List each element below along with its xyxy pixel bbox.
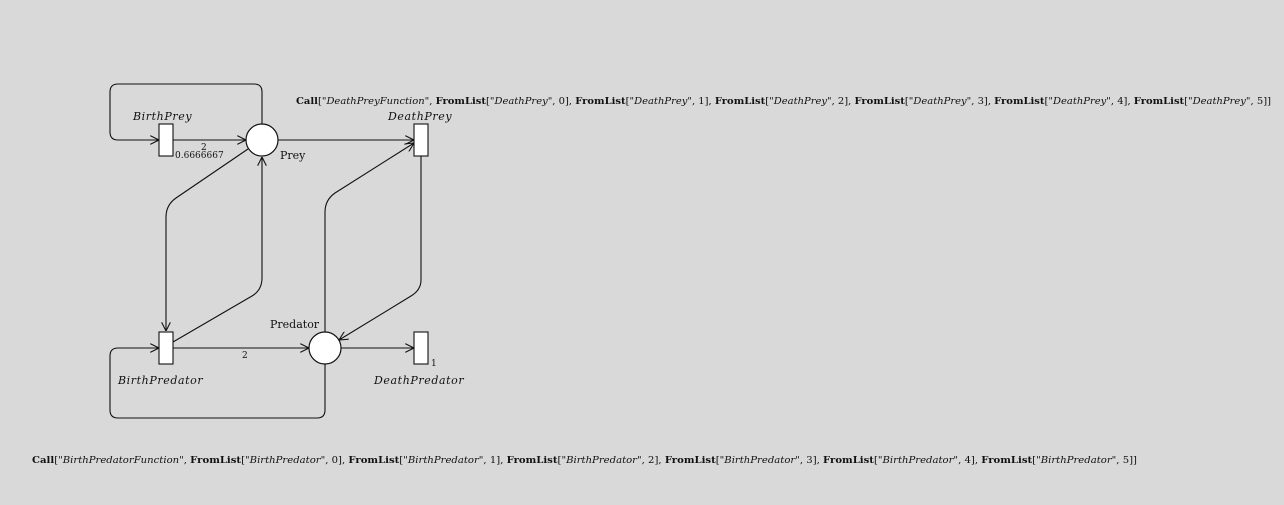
weight-label-birthpredator-predator: 2: [242, 351, 248, 361]
formula-birthpredator: Call["BirthPredatorFunction", FromList["…: [32, 456, 1137, 466]
formula-deathprey: Call["DeathPreyFunction", FromList["Deat…: [296, 97, 1271, 107]
place-label-predator: Predator: [270, 318, 320, 331]
weight-label-birthprey-prey: 2: [201, 143, 207, 153]
transition-birthprey[interactable]: [158, 123, 174, 157]
rate-label-deathpredator: 1: [431, 359, 437, 369]
arc-birthpredator-prey: [172, 157, 262, 343]
transition-birthpredator[interactable]: [158, 331, 174, 365]
arc-prey-birthpredator: [166, 148, 249, 331]
transition-label-deathpredator: DeathPredator: [373, 374, 464, 387]
place-prey[interactable]: [245, 123, 279, 157]
transition-label-birthprey: BirthPrey: [132, 110, 192, 123]
transition-label-birthpredator: BirthPredator: [117, 374, 203, 387]
place-predator[interactable]: [308, 331, 342, 365]
arc-deathprey-predator: [339, 156, 422, 340]
rate-label-birthprey: 0.6666667: [175, 151, 224, 161]
transition-label-deathprey: DeathPrey: [387, 110, 452, 123]
arc-loop-birthpredator: [109, 348, 326, 419]
transition-deathpredator[interactable]: [413, 331, 429, 365]
arc-loop-birthprey: [109, 83, 263, 140]
transition-deathprey[interactable]: [413, 123, 429, 157]
place-label-prey: Prey: [280, 149, 306, 162]
arc-predator-deathprey: [324, 143, 414, 332]
